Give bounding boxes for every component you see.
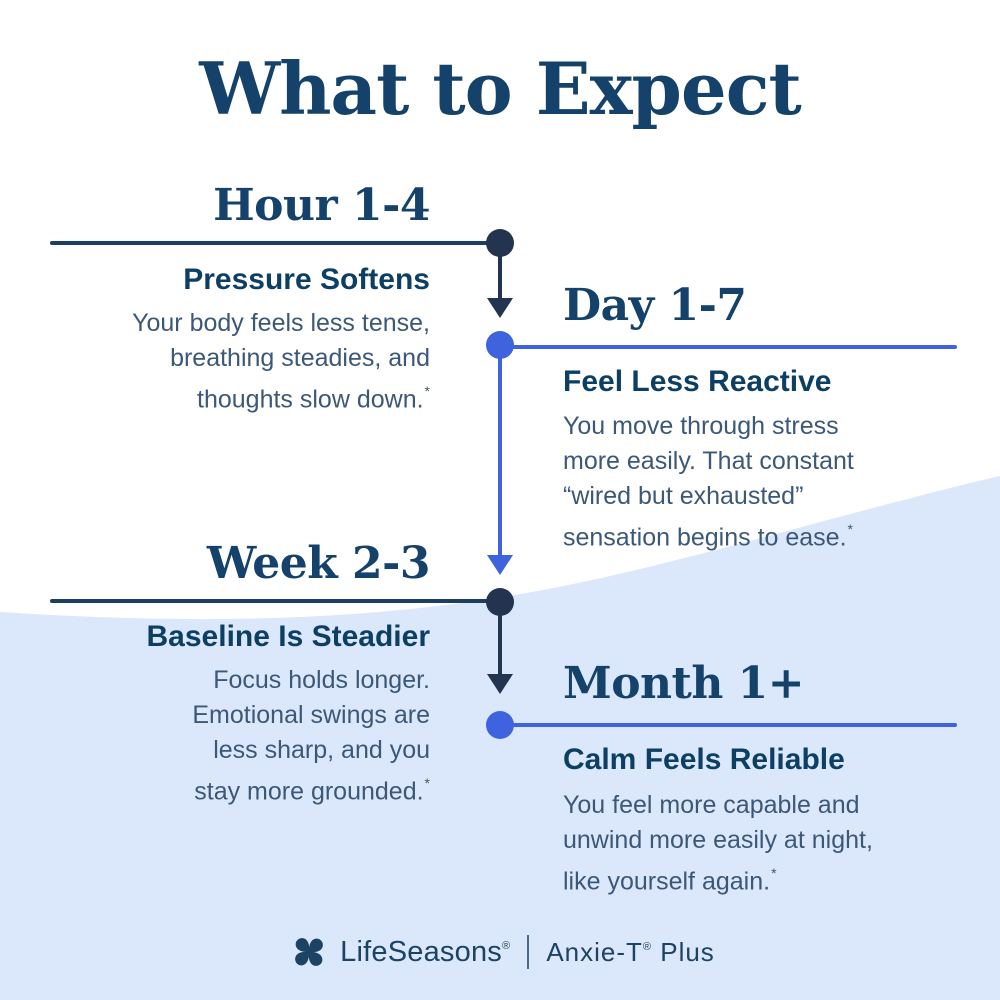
timeline-node-hour	[486, 229, 514, 257]
page-title: What to Expect	[199, 46, 802, 131]
timeline-node-week	[486, 588, 514, 616]
timeline-node-month	[486, 711, 514, 739]
phase-body-month: You feel more capable and unwind more ea…	[563, 788, 873, 899]
arrow-down-icon	[487, 674, 513, 694]
phase-label-week: Week 2-3	[206, 538, 431, 589]
registered-mark: ®	[502, 939, 511, 952]
brand-name: LifeSeasons®	[340, 936, 510, 969]
footnote-asterisk: *	[771, 865, 777, 881]
footnote-asterisk: *	[847, 521, 853, 537]
phase-label-hour: Hour 1-4	[213, 180, 430, 231]
arrow-shaft-3	[498, 602, 502, 676]
phase-heading-hour: Pressure Softens	[183, 263, 430, 296]
phase-body-text: You move through stress more easily. Tha…	[563, 412, 854, 552]
product-name: Anxie-T® Plus	[546, 937, 715, 968]
phase-body-text: Your body feels less tense, breathing st…	[132, 309, 430, 414]
phase-heading-month: Calm Feels Reliable	[563, 743, 845, 776]
phase-body-week: Focus holds longer. Emotional swings are…	[192, 663, 430, 809]
footnote-asterisk: *	[424, 775, 430, 791]
phase-body-text: Focus holds longer. Emotional swings are…	[192, 666, 430, 806]
footer-divider	[527, 935, 530, 969]
phase-label-month: Month 1+	[563, 658, 805, 709]
phase-heading-day: Feel Less Reactive	[563, 365, 832, 398]
arrow-down-icon	[487, 298, 513, 318]
phase-body-day: You move through stress more easily. Tha…	[563, 409, 854, 555]
product-text: Anxie-T	[546, 936, 643, 967]
footer-branding: LifeSeasons® Anxie-T® Plus	[0, 930, 1000, 974]
phase-body-hour: Your body feels less tense, breathing st…	[132, 306, 430, 417]
phase-heading-week: Baseline Is Steadier	[146, 620, 430, 653]
product-suffix: Plus	[652, 936, 715, 967]
lifeseasons-pinwheel-icon	[295, 938, 324, 966]
registered-mark: ®	[642, 940, 652, 953]
arrow-shaft-1	[498, 243, 502, 300]
timeline-line-week	[50, 599, 500, 603]
timeline-node-day	[486, 331, 514, 359]
footnote-asterisk: *	[424, 383, 430, 399]
timeline-line-hour	[50, 241, 500, 245]
timeline-line-day	[500, 345, 957, 349]
phase-body-text: You feel more capable and unwind more ea…	[563, 791, 873, 896]
arrow-shaft-2	[498, 345, 502, 557]
brand-text: LifeSeasons	[340, 935, 502, 968]
timeline-line-month	[500, 723, 957, 727]
phase-label-day: Day 1-7	[563, 280, 747, 331]
arrow-down-icon	[487, 555, 513, 575]
